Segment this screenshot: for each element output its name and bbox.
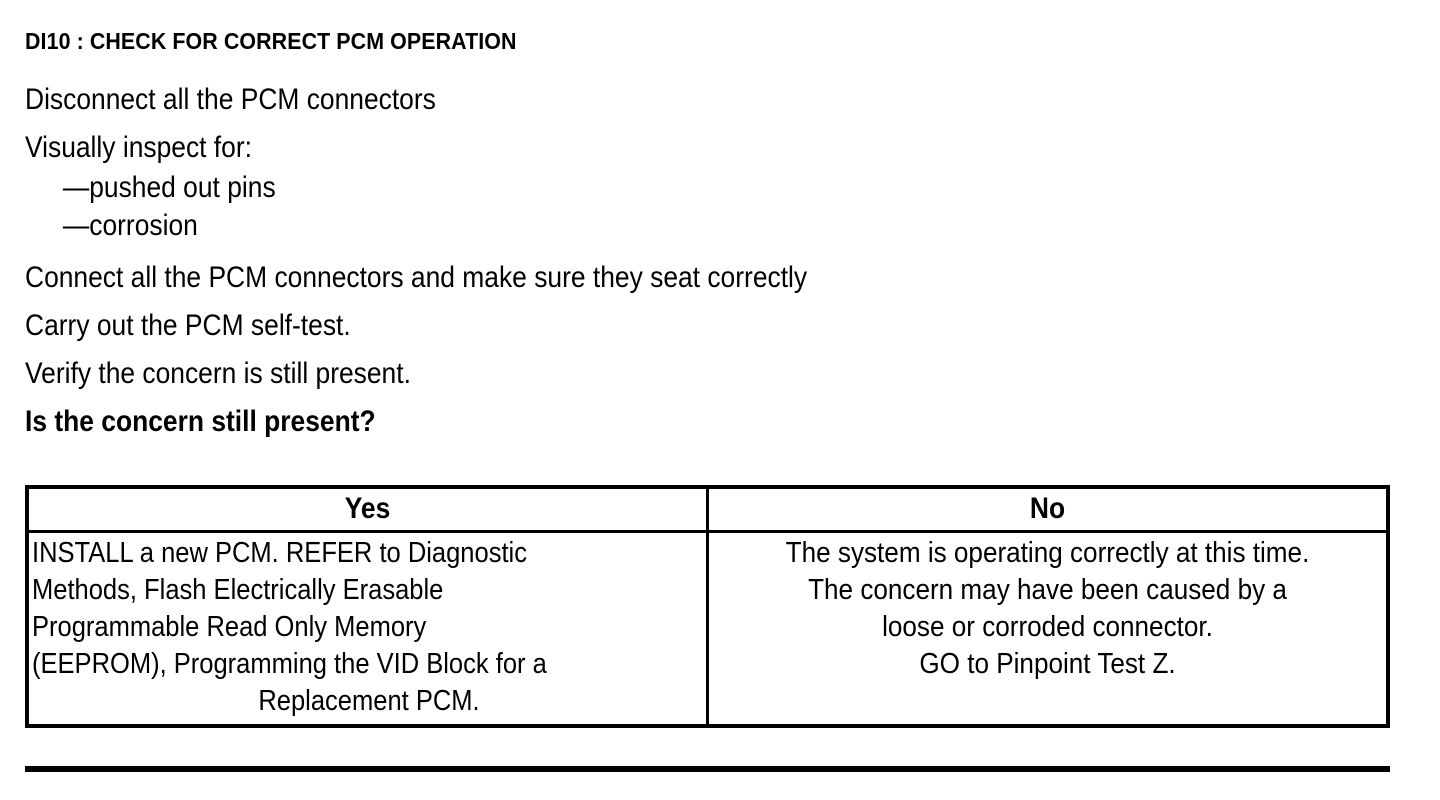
no-action-text: The system is operating correctly at thi… <box>709 533 1386 687</box>
yes-action-line: Programmable Read Only Memory <box>32 611 427 643</box>
table-header-cell-yes: Yes <box>29 489 709 530</box>
instruction-line: Verify the concern is still present. <box>25 357 411 390</box>
instruction-line: Carry out the PCM self-test. <box>25 309 351 342</box>
section-divider-rule <box>25 766 1390 772</box>
table-cell-no-action: The system is operating correctly at thi… <box>709 533 1386 724</box>
yes-action-text: INSTALL a new PCM. REFER to Diagnostic M… <box>29 533 706 724</box>
yes-action-line: INSTALL a new PCM. REFER to Diagnostic <box>32 537 527 569</box>
instruction-line: Visually inspect for: <box>25 131 252 164</box>
decision-table: Yes No INSTALL a new PCM. REFER to Diagn… <box>25 485 1390 728</box>
instruction-list: Disconnect all the PCM connectors Visual… <box>25 76 1225 446</box>
instruction-bullet: —corrosion <box>62 209 198 242</box>
page-title: DI10 : CHECK FOR CORRECT PCM OPERATION <box>25 28 517 54</box>
column-header-yes: Yes <box>344 492 391 525</box>
no-action-line: loose or corroded connector. <box>882 611 1213 643</box>
no-action-line: The concern may have been caused by a <box>808 574 1287 606</box>
instruction-line: Connect all the PCM connectors and make … <box>25 261 808 294</box>
table-body-row: INSTALL a new PCM. REFER to Diagnostic M… <box>29 533 1386 724</box>
instruction-bullet: —pushed out pins <box>62 171 276 204</box>
yes-action-line: (EEPROM), Programming the VID Block for … <box>32 648 547 680</box>
no-action-line: GO to Pinpoint Test Z. <box>919 648 1176 680</box>
instruction-line: Disconnect all the PCM connectors <box>25 83 436 116</box>
table-cell-yes-action: INSTALL a new PCM. REFER to Diagnostic M… <box>29 533 709 724</box>
table-header-cell-no: No <box>709 489 1386 530</box>
yes-action-line: Replacement PCM. <box>258 685 480 717</box>
no-action-line: The system is operating correctly at thi… <box>785 537 1310 569</box>
decision-question: Is the concern still present? <box>25 405 376 438</box>
column-header-no: No <box>1029 492 1066 525</box>
yes-action-line: Methods, Flash Electrically Erasable <box>32 574 444 606</box>
table-header-row: Yes No <box>29 489 1386 533</box>
